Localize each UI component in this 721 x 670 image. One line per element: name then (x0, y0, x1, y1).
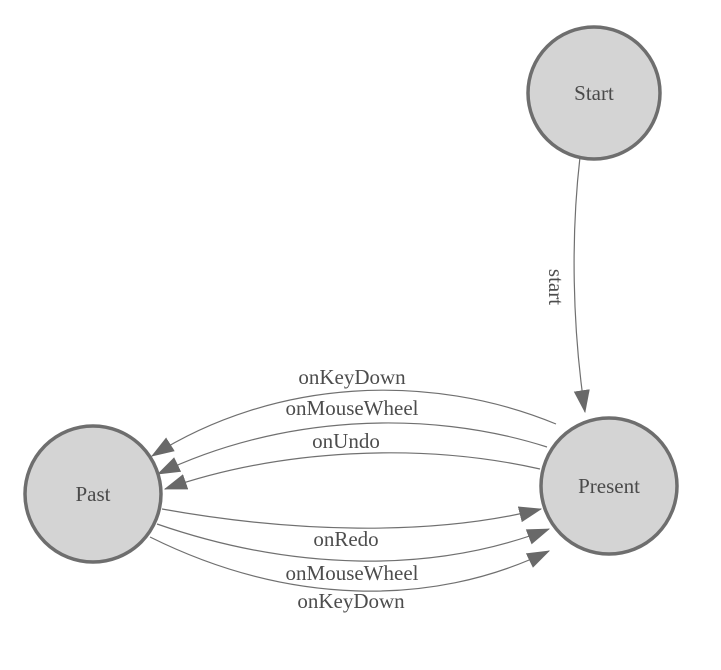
edge-label-onmousewheel-bottom: onMouseWheel (286, 561, 419, 585)
edge-present-to-past-undo: onUndo (163, 429, 541, 490)
edge-line-onundo (163, 452, 541, 490)
node-present[interactable]: Present (539, 416, 679, 556)
node-present-circle[interactable] (539, 416, 679, 556)
edge-past-to-present-mousewheel: onMouseWheel (156, 523, 551, 585)
edge-label-onundo: onUndo (312, 429, 380, 453)
edge-line-onkeydown-top (151, 389, 557, 457)
node-past-circle[interactable] (23, 424, 163, 564)
edge-line-onmousewheel-top (156, 422, 548, 475)
node-start-label: Start (574, 81, 614, 105)
edge-present-to-past-keydown: onKeyDown (151, 365, 557, 457)
node-start[interactable]: Start (526, 25, 662, 161)
node-past[interactable]: Past (23, 424, 163, 564)
edge-past-to-present-keydown: onKeyDown (149, 536, 551, 613)
edge-label-start: start (544, 269, 568, 305)
node-present-label: Present (578, 474, 640, 498)
edge-label-onkeydown-bottom: onKeyDown (297, 589, 405, 613)
edge-label-onkeydown-top: onKeyDown (298, 365, 406, 389)
edge-line-onredo (161, 506, 543, 529)
edge-line-start (573, 156, 590, 414)
node-past-label: Past (75, 482, 110, 506)
edge-present-to-past-mousewheel: onMouseWheel (156, 396, 548, 475)
node-start-circle[interactable] (526, 25, 662, 161)
edge-label-onredo: onRedo (313, 527, 378, 551)
edge-start-to-present: start (544, 156, 590, 414)
edge-past-to-present-redo: onRedo (161, 506, 543, 551)
edge-line-onmousewheel-bottom (156, 523, 551, 562)
edge-label-onmousewheel-top: onMouseWheel (286, 396, 419, 420)
edge-line-onkeydown-bottom (149, 536, 551, 592)
